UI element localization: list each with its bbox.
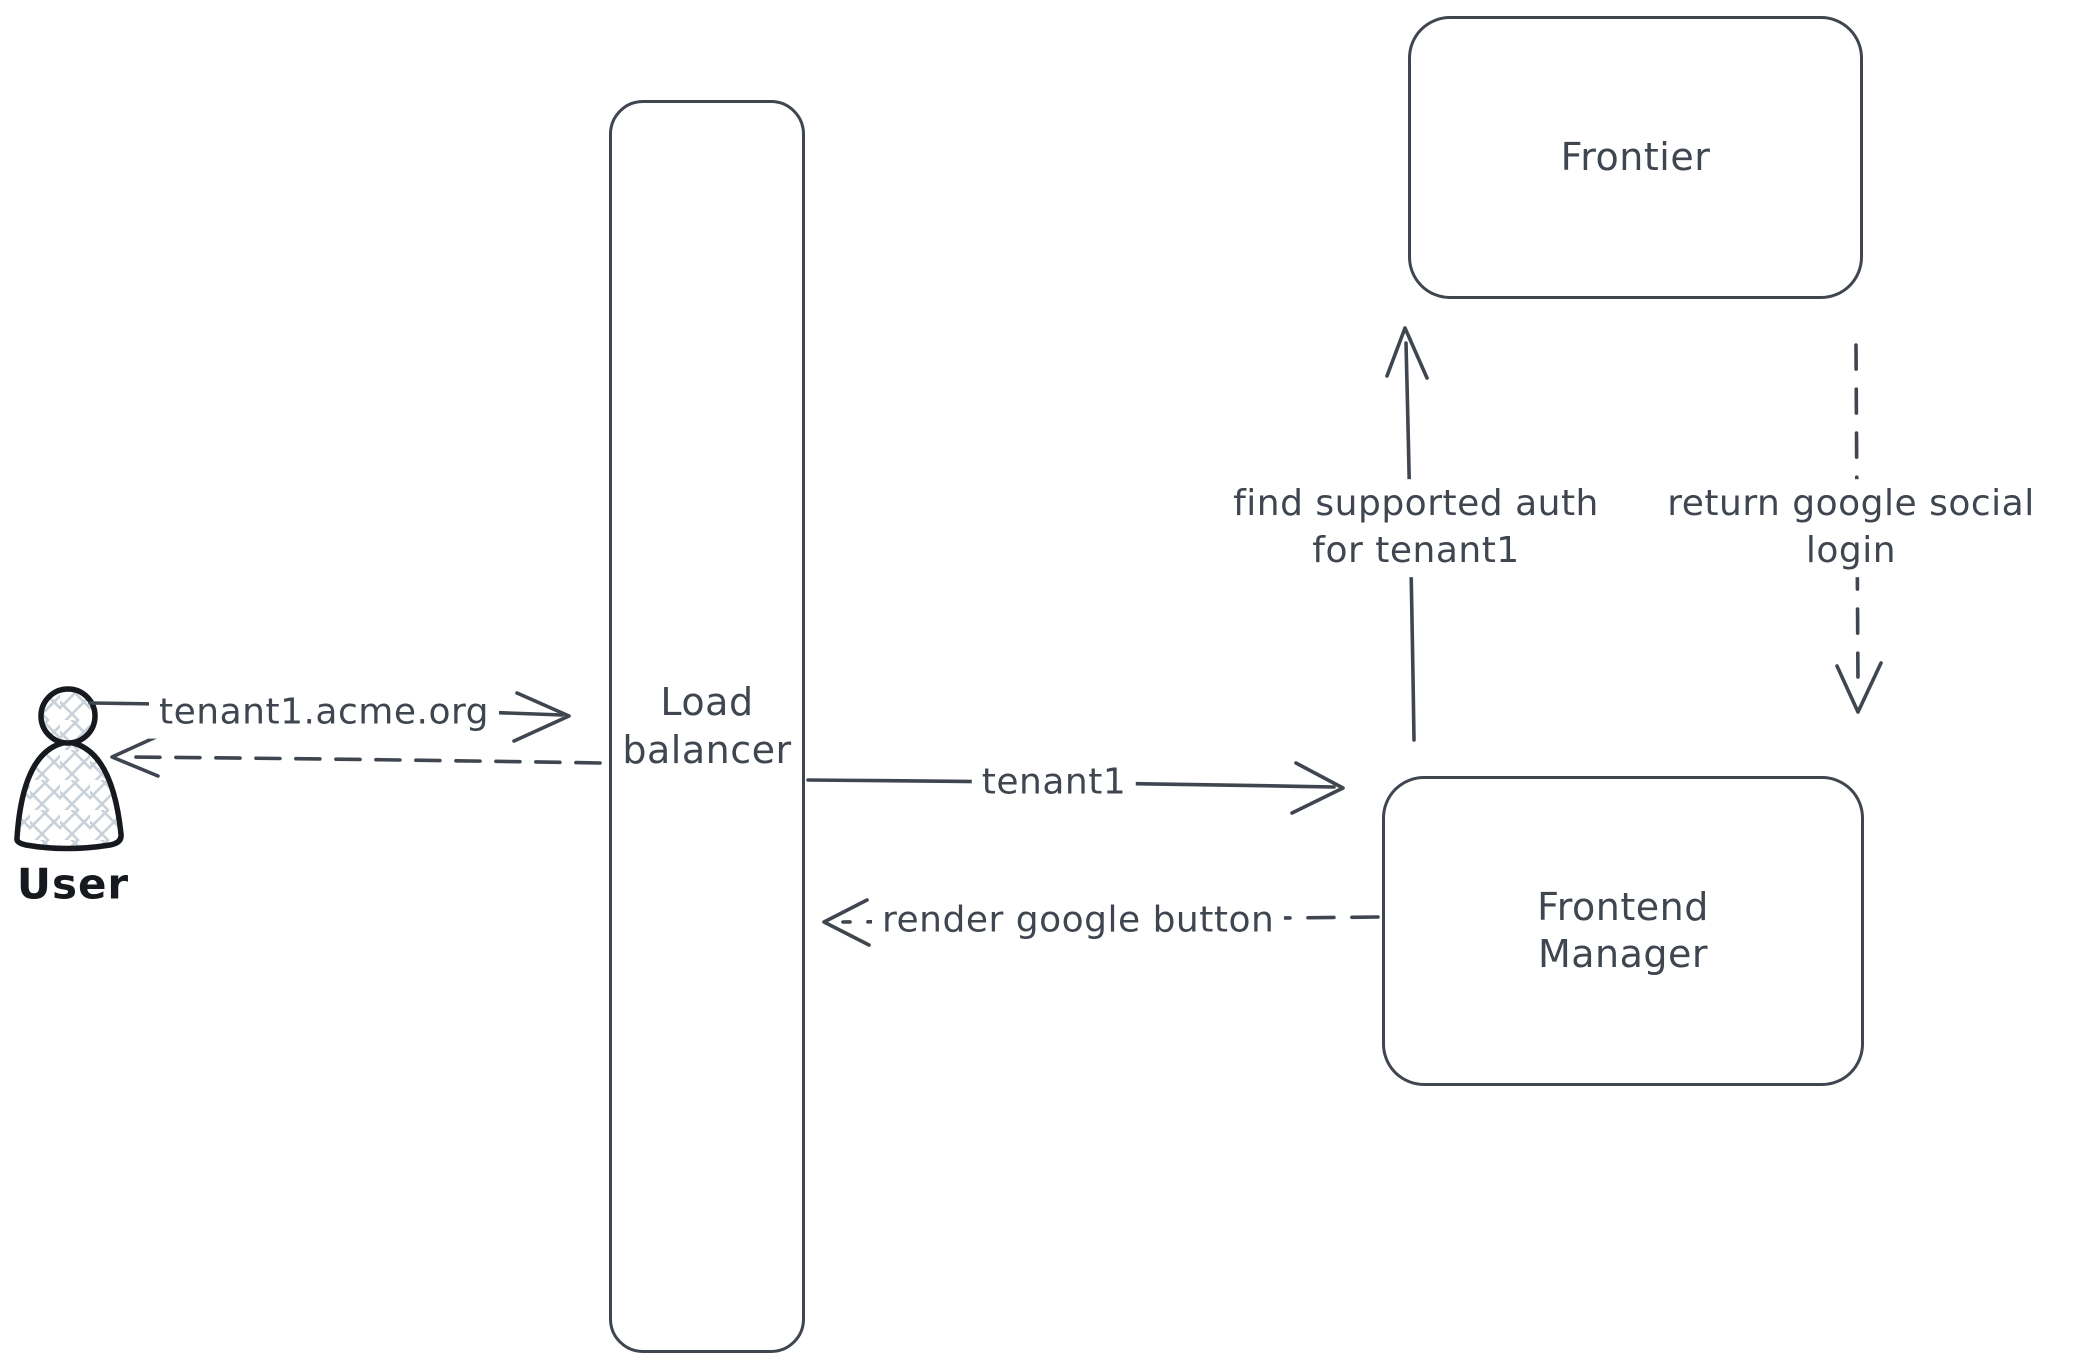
edge-label-return-google-social-login: return google social login xyxy=(1657,479,2045,577)
load-balancer-label-line1: Load xyxy=(660,680,754,725)
arrow-line xyxy=(1854,343,1860,686)
frontend-manager-label: Frontend Manager xyxy=(1537,884,1709,978)
edge-label-tenant1: tenant1 xyxy=(971,757,1137,809)
arrowhead xyxy=(110,735,160,778)
load-balancer-node: Load balancer xyxy=(609,100,805,1353)
arrowhead xyxy=(822,898,871,947)
load-balancer-label-line2: balancer xyxy=(622,727,792,772)
arrowhead xyxy=(512,691,571,743)
edge-label-find-supported-auth-line2: for tenant1 xyxy=(1312,530,1520,571)
arrowhead xyxy=(1290,761,1345,815)
arrowhead xyxy=(1385,326,1429,380)
edge-label-tenant1-acme-org: tenant1.acme.org xyxy=(149,687,499,739)
edge-label-find-supported-auth: find supported auth for tenant1 xyxy=(1223,479,1609,577)
edge-label-return-google-social-login-line2: login xyxy=(1805,530,1897,571)
arrow-frontier-to-frontend-manager xyxy=(1835,343,1883,714)
user-icon xyxy=(14,686,124,852)
edge-label-render-google-button: render google button xyxy=(872,895,1285,947)
arrow-line xyxy=(128,755,602,765)
user-label: User xyxy=(16,859,130,909)
user-icon-head xyxy=(38,686,98,746)
edge-label-return-google-social-login-line1: return google social xyxy=(1667,483,2035,525)
frontend-manager-label-line2: Manager xyxy=(1537,932,1709,976)
frontier-label: Frontier xyxy=(1560,134,1711,179)
frontend-manager-label-line1: Frontend xyxy=(1537,884,1709,929)
frontend-manager-node: Frontend Manager xyxy=(1382,776,1864,1086)
arrow-load-balancer-to-user xyxy=(110,735,602,778)
arrowhead xyxy=(1835,661,1883,714)
frontier-node: Frontier xyxy=(1408,16,1863,299)
edge-label-find-supported-auth-line1: find supported auth xyxy=(1233,483,1599,525)
user-icon-body xyxy=(14,739,124,852)
load-balancer-label: Load balancer xyxy=(622,679,791,773)
